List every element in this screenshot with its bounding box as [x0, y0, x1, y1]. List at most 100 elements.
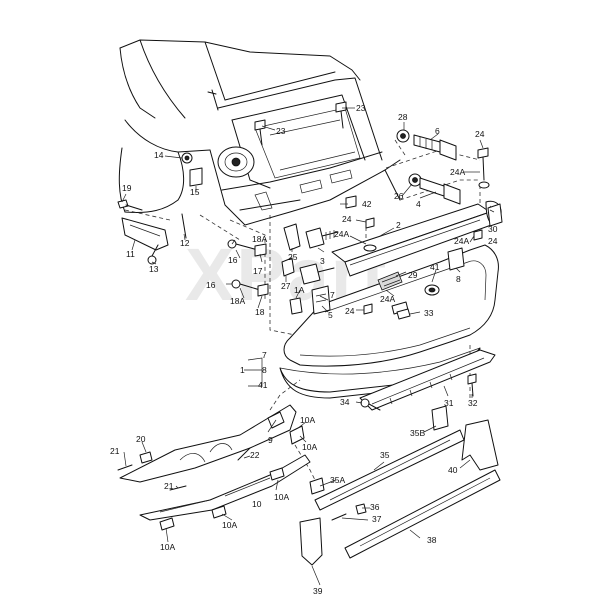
bracket-icon [283, 223, 301, 251]
callout-10A-b: 10A [302, 442, 317, 452]
callout-27: 27 [281, 281, 291, 291]
clip-icon [139, 451, 153, 464]
clip-icon [396, 308, 411, 320]
bolt-icon [254, 119, 266, 146]
diffuser-part [359, 349, 496, 411]
callout-12: 12 [180, 238, 190, 248]
callout-14: 14 [154, 150, 164, 160]
callout-24A-c: 24A [454, 236, 469, 246]
callout-26: 26 [394, 191, 404, 201]
callout-10A-a: 10A [300, 415, 315, 425]
callout-16a: 16 [228, 255, 238, 265]
corner-piece-40 [461, 419, 499, 471]
reflector-icon [377, 271, 403, 291]
callout-36: 36 [370, 502, 380, 512]
callout-34: 34 [340, 397, 350, 407]
small-parts [117, 101, 503, 411]
callout-13: 13 [149, 264, 159, 274]
callout-24A-b: 24A [334, 229, 349, 239]
car-body [118, 39, 401, 226]
washer-icon [478, 181, 490, 189]
crash-absorber-icon [413, 134, 457, 161]
callout-39: 39 [313, 586, 323, 596]
callout-23b: 23 [276, 126, 286, 136]
callout-10A-d: 10A [222, 520, 237, 530]
callout-1A: 1A [294, 285, 305, 295]
callout-31: 31 [444, 398, 454, 408]
callout-17: 17 [253, 266, 263, 276]
callout-10: 10 [252, 499, 262, 509]
bolt-icon [147, 244, 159, 265]
nut-icon [355, 503, 367, 515]
callout-24A-d: 24A [380, 294, 395, 304]
callout-41b: 41 [258, 380, 268, 390]
corner-piece-39 [299, 517, 323, 566]
callout-24A-a: 24A [450, 167, 465, 177]
clip-icon [189, 167, 203, 187]
bolt-icon [467, 373, 477, 397]
screw-icon [331, 513, 347, 521]
callout-23a: 23 [356, 103, 366, 113]
callout-10A-e: 10A [160, 542, 175, 552]
clip-35B [431, 405, 449, 431]
callout-40: 40 [448, 465, 458, 475]
nut-icon [181, 152, 193, 164]
callout-8b: 8 [262, 365, 267, 375]
callout-32: 32 [468, 398, 478, 408]
crash-absorber-icon [419, 177, 461, 205]
fuel-filler-icon [217, 146, 255, 178]
callout-7b: 7 [262, 350, 267, 360]
callout-24d: 24 [345, 306, 355, 316]
callout-4: 4 [416, 199, 421, 209]
callout-21b: 21 [164, 481, 174, 491]
callout-22: 22 [250, 450, 260, 460]
bolt-icon [117, 199, 143, 211]
clip-icon [211, 505, 227, 519]
callout-9: 9 [268, 435, 273, 445]
callout-20: 20 [136, 434, 146, 444]
bolt-icon [477, 147, 489, 181]
callout-labels: 23 23 28 6 24 14 15 26 4 24A 19 42 30 24… [110, 103, 498, 596]
clamp-icon [396, 129, 410, 143]
callout-5: 5 [328, 310, 333, 320]
screw-icon [237, 447, 251, 461]
clamp-icon [408, 173, 422, 187]
callout-18A-b: 18A [230, 296, 245, 306]
callout-35B: 35B [410, 428, 425, 438]
callout-18A-a: 18A [252, 234, 267, 244]
bolt-icon [335, 101, 347, 129]
leader-lines [121, 107, 495, 586]
bolt-icon [365, 217, 375, 229]
callout-24c: 24 [488, 236, 498, 246]
rear-bumper-cover-part [279, 244, 499, 399]
trim-strip-38 [344, 469, 501, 559]
callout-42: 42 [362, 199, 372, 209]
bolt-icon [181, 213, 187, 239]
callout-6: 6 [435, 126, 440, 136]
mount-icon [305, 227, 339, 249]
clip-icon [281, 257, 295, 277]
bolt-icon [473, 229, 483, 241]
callout-29: 29 [408, 270, 418, 280]
callout-11: 11 [126, 249, 135, 259]
clip-icon [345, 195, 357, 209]
bracket-icon [447, 247, 465, 271]
bracket-icon [121, 217, 169, 251]
callout-37: 37 [372, 514, 382, 524]
callout-24b: 24 [342, 214, 352, 224]
nut-icon [424, 284, 440, 296]
callout-21a: 21 [110, 446, 120, 456]
callout-35: 35 [380, 450, 390, 460]
callout-2: 2 [396, 220, 401, 230]
clip-icon [269, 467, 285, 481]
callout-1: 1 [240, 365, 245, 375]
callout-15: 15 [190, 187, 200, 197]
bolt-icon [363, 303, 373, 315]
callout-19: 19 [122, 183, 132, 193]
callout-7a: 7 [330, 290, 335, 300]
callout-30: 30 [488, 224, 498, 234]
callout-18: 18 [255, 307, 265, 317]
trim-strips [299, 405, 501, 566]
